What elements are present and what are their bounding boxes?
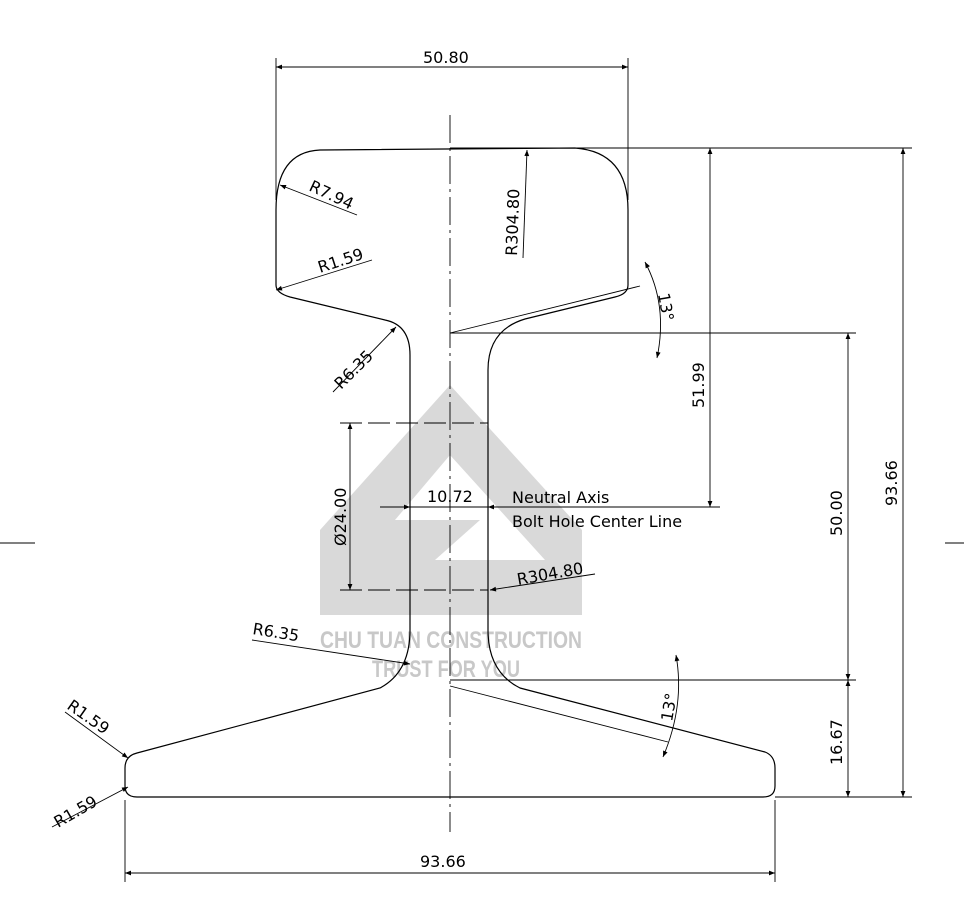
dim-top-to-neutral: 51.99 xyxy=(689,362,708,408)
dim-head-width: 50.80 xyxy=(423,48,469,67)
dim-web-thickness: 10.72 xyxy=(427,487,473,506)
radius-head-under: R1.59 xyxy=(315,244,365,277)
extension-lines xyxy=(124,58,912,882)
radius-head-corner: R7.94 xyxy=(306,176,356,213)
angle-upper: 13° xyxy=(654,291,678,322)
watermark-logo: CHU TUAN CONSTRUCTION TRUST FOR YOU xyxy=(320,385,582,683)
rail-outline xyxy=(124,147,776,798)
label-neutral-axis: Neutral Axis xyxy=(512,488,609,507)
dim-fishing-height: 50.00 xyxy=(827,490,846,536)
radius-crown: R304.80 xyxy=(502,188,523,256)
watermark-line2: TRUST FOR YOU xyxy=(372,656,520,683)
angle-lower: 13° xyxy=(657,691,681,722)
dim-base-height: 16.67 xyxy=(827,719,846,765)
dim-base-width: 93.66 xyxy=(420,852,466,871)
label-bolt-line: Bolt Hole Center Line xyxy=(512,512,682,531)
dim-bolt-hole: Ø24.00 xyxy=(331,488,350,546)
radius-web-top: R6.35 xyxy=(330,346,376,392)
dim-total-height: 93.66 xyxy=(882,460,901,506)
radius-base-bottom: R1.59 xyxy=(51,792,101,832)
watermark-line1: CHU TUAN CONSTRUCTION xyxy=(320,627,582,654)
dimension-lines xyxy=(51,64,906,876)
